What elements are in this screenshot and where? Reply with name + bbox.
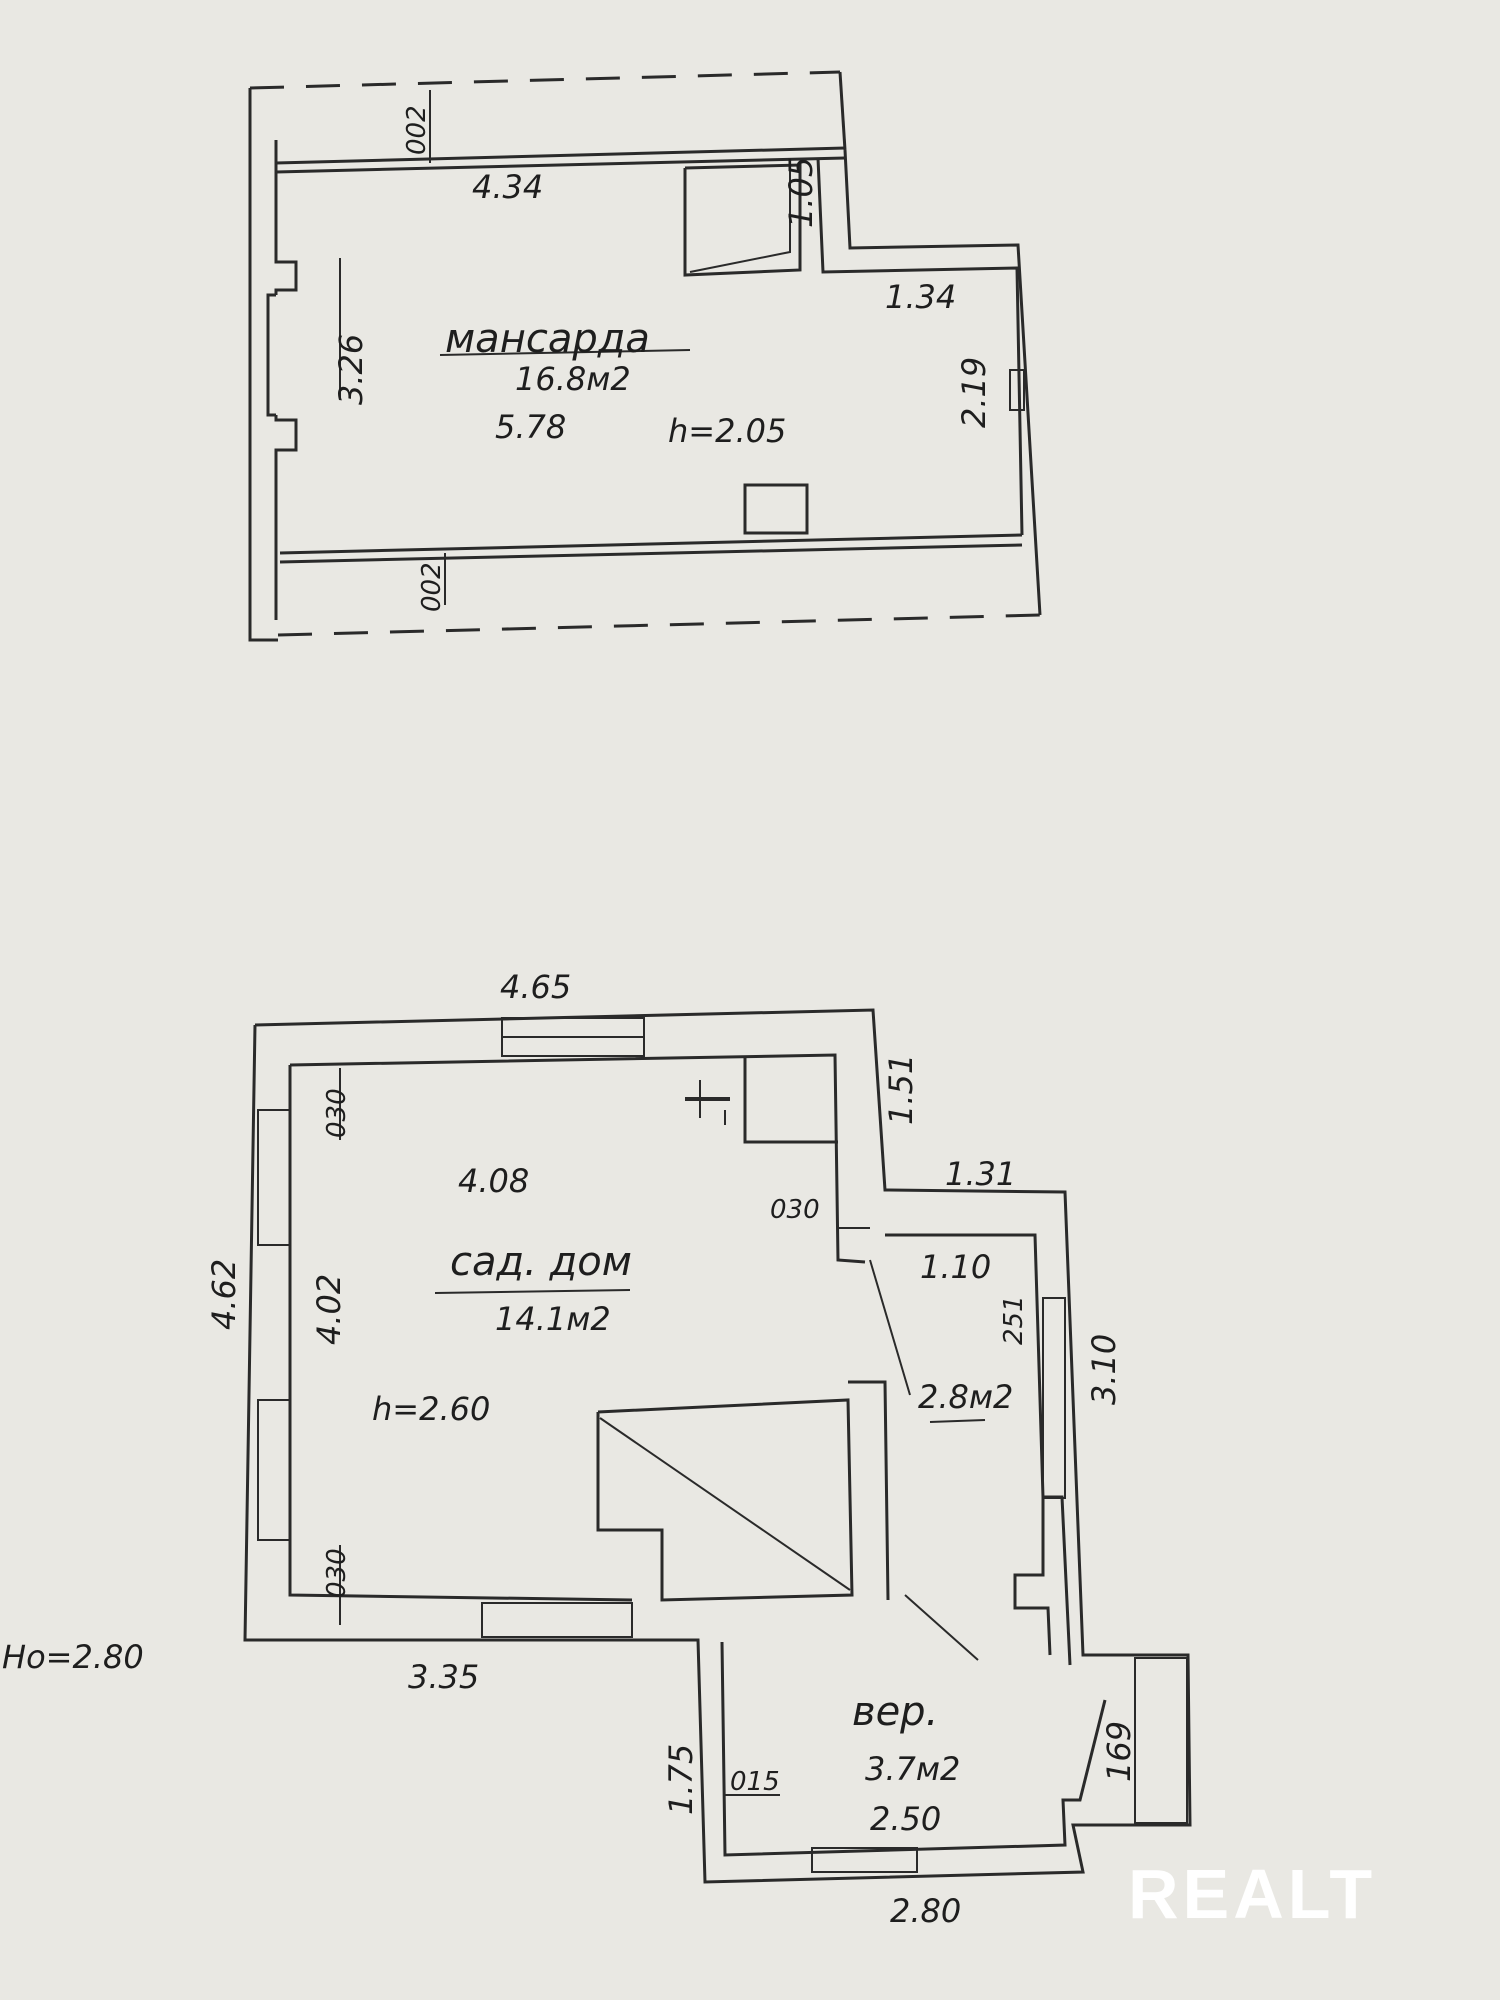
hall-door-line (869, 1259, 911, 1396)
veranda-area: 3.7м2 (865, 1750, 960, 1788)
attic-chimney-diagonal (689, 168, 791, 273)
house-area: 14.1м2 (495, 1300, 611, 1338)
veranda-dim-inner: 2.50 (870, 1800, 941, 1838)
attic-dim-length: 5.78 (495, 408, 566, 446)
hall-dim-outer-side: 3.10 (1085, 1334, 1123, 1405)
attic-dim-width: 3.26 (332, 334, 370, 405)
house-window-left-lower (257, 1399, 291, 1541)
attic-dim-niche-width: 1.34 (885, 278, 956, 316)
house-partition-wall (848, 1380, 890, 1601)
hall-area: 2.8м2 (918, 1378, 1013, 1416)
veranda-window-bottom (811, 1847, 918, 1873)
house-name-underline (434, 1289, 631, 1294)
attic-dim-right: 2.19 (955, 357, 993, 428)
hall-area-underline (929, 1419, 986, 1423)
attic-offset-top: 002 (402, 105, 432, 155)
attic-hatch (743, 483, 809, 535)
attic-wall-top-right (838, 71, 847, 151)
house-outer-wall (243, 1008, 1192, 1884)
attic-roof-line-bottom (277, 613, 1041, 637)
attic-knee-wall-bottom-2 (279, 543, 1023, 564)
attic-window-left (266, 293, 276, 417)
realt-watermark-logo: REALT (1128, 1855, 1376, 1933)
attic-height: h=2.05 (668, 412, 786, 450)
house-dim-outer-left: 4.62 (205, 1259, 243, 1330)
house-dim-inner-top: 4.08 (458, 1162, 529, 1200)
hall-wall-step (1013, 1497, 1052, 1656)
hall-dim-outer-top: 1.31 (945, 1155, 1016, 1193)
attic-knee-wall-bottom (279, 533, 1023, 555)
attic-wall-right-outer (843, 149, 1042, 616)
house-window-bottom (481, 1602, 633, 1638)
attic-wall-right-inner (816, 157, 1024, 536)
house-dim-outer-top: 4.65 (500, 968, 571, 1006)
attic-knee-wall-top-2 (275, 156, 846, 174)
attic-dim-niche-height: 1.05 (782, 157, 820, 228)
attic-plan (248, 70, 1042, 642)
attic-knee-wall-top (275, 146, 846, 165)
house-dim-outer-bottom: 3.35 (408, 1658, 479, 1696)
hall-window (1042, 1297, 1066, 1499)
hall-door-swing (904, 1594, 979, 1661)
veranda-name: вер. (852, 1689, 938, 1735)
attic-offset-bottom: 002 (417, 562, 447, 612)
house-window-left-upper (257, 1109, 291, 1246)
house-stove (743, 1058, 838, 1144)
attic-wall-left-inner-upper (274, 140, 298, 295)
attic-name: мансарда (445, 316, 650, 362)
attic-chimney (683, 163, 802, 277)
attic-name-underline (439, 349, 691, 356)
house-name: сад. дом (450, 1239, 632, 1285)
veranda-inner-wall (720, 1641, 1107, 1857)
attic-area: 16.8м2 (515, 360, 631, 398)
attic-wall-left-outer (248, 88, 278, 642)
house-stair (596, 1398, 854, 1602)
house-inner-wall-top (289, 1053, 866, 1264)
house-height: h=2.60 (372, 1390, 490, 1428)
house-offset-2: 030 (770, 1195, 820, 1225)
attic-roof-line-top (249, 70, 841, 90)
hall-dim-inner-top: 1.10 (920, 1248, 991, 1286)
attic-dim-top: 4.34 (472, 168, 543, 206)
veranda-window-right (1134, 1657, 1188, 1824)
veranda-dim-right: 169 (1100, 1721, 1138, 1782)
attic-window-right (1009, 369, 1025, 411)
house-dim-inner-left: 4.02 (310, 1274, 348, 1345)
ground-floor-plan (243, 1008, 1192, 1884)
house-offset-1: 030 (322, 1088, 352, 1138)
house-stair-diagonal (599, 1417, 851, 1591)
hall-dim-inner-side: 251 (999, 1295, 1029, 1345)
veranda-dim-left: 1.75 (662, 1744, 700, 1815)
veranda-offset: 015 (730, 1767, 780, 1797)
attic-wall-left-inner-lower (274, 415, 298, 620)
house-offset-3: 030 (322, 1548, 352, 1598)
ground-level-mark: Но=2.80 (2, 1638, 144, 1676)
house-dim-right-upper: 1.51 (882, 1054, 920, 1125)
veranda-dim-outer: 2.80 (890, 1892, 961, 1930)
